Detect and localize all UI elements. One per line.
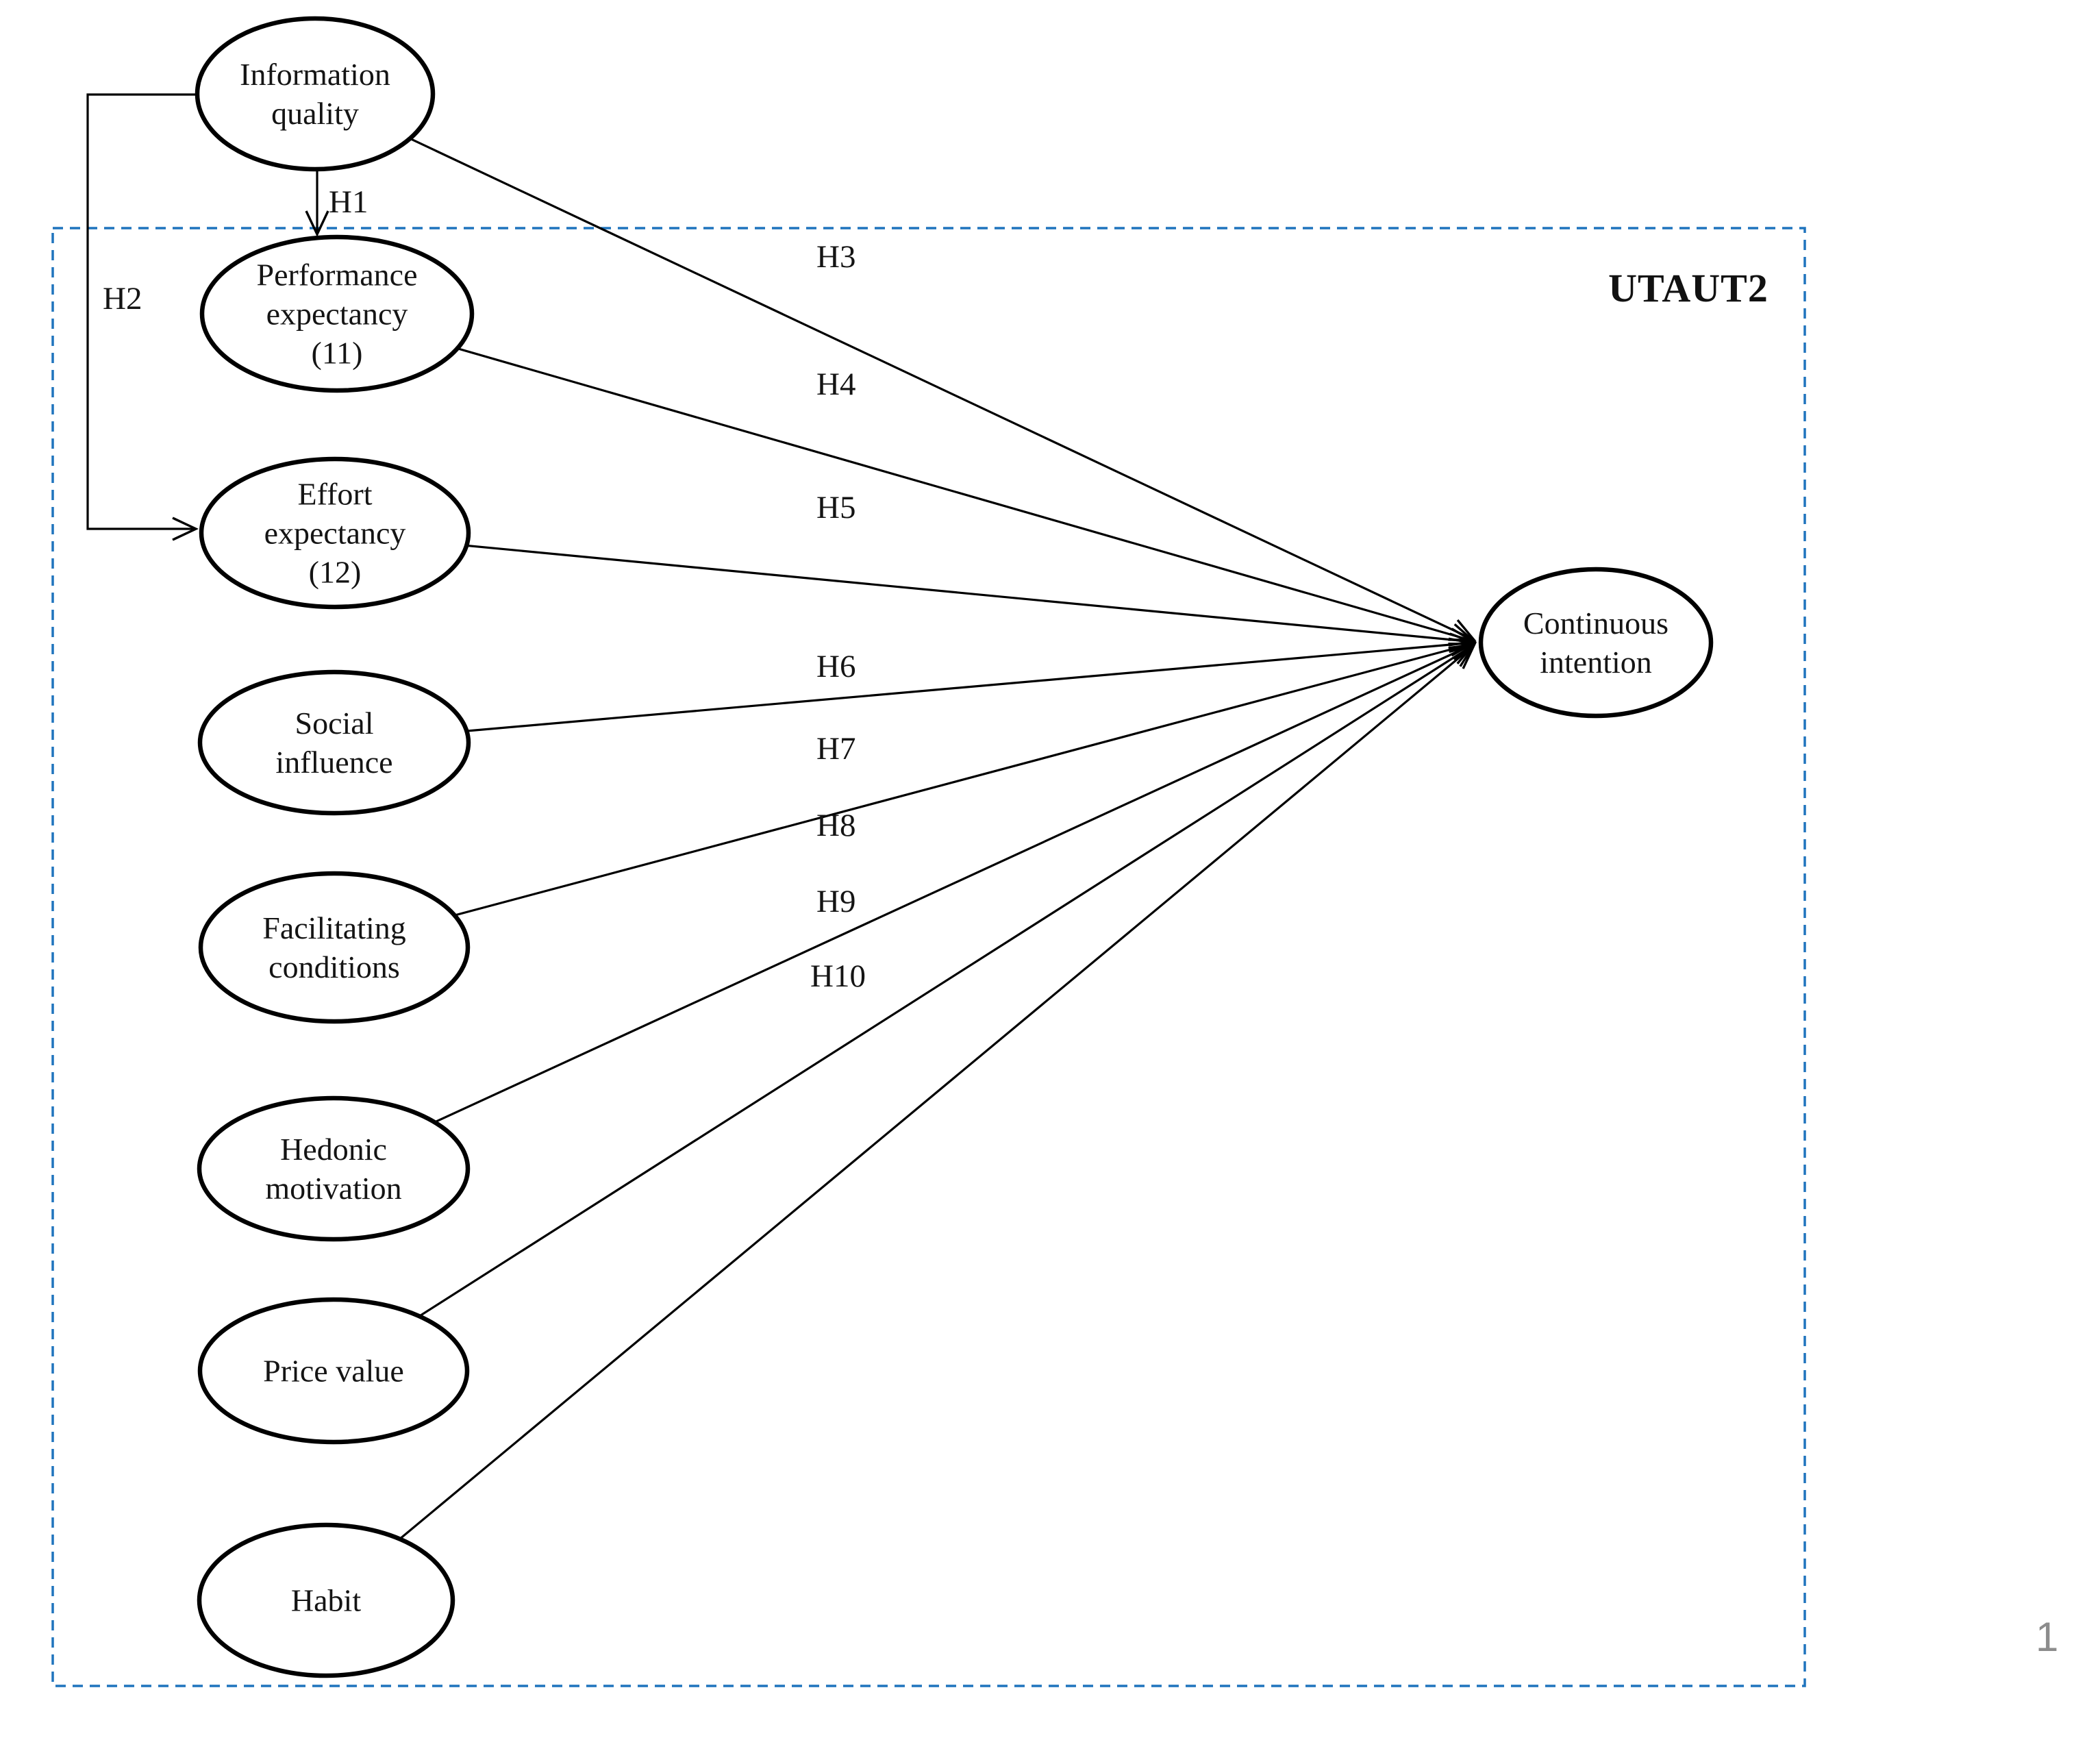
h9-label: H9	[816, 884, 856, 919]
h3-arrow	[314, 92, 1477, 641]
h10-label: H10	[810, 958, 866, 994]
node-label-facilitating-conditions: Facilitating conditions	[262, 910, 406, 984]
node-label-habit: Habit	[290, 1582, 362, 1618]
h6-arrow	[334, 632, 1477, 744]
utaut2-boundary-box	[51, 227, 1806, 1687]
node-label-price-value: Price value	[263, 1353, 404, 1389]
h8-label: H8	[816, 808, 856, 843]
node-ellipse-information-quality	[195, 16, 436, 172]
node-label-hedonic-motivation: Hedonic motivation	[265, 1131, 402, 1206]
node-label-performance-expectancy: Performance expectancy (11)	[256, 257, 418, 371]
h7-arrow	[334, 637, 1477, 949]
h8-arrow	[333, 642, 1477, 1170]
h10-arrow	[325, 643, 1477, 1602]
node-ellipse-price-value	[197, 1297, 470, 1445]
h5-arrow	[334, 532, 1477, 652]
node-ellipse-hedonic-motivation	[197, 1095, 471, 1242]
node-label-information-quality: Information quality	[240, 56, 390, 131]
utaut2-box-label: UTAUT2	[1608, 266, 1768, 310]
node-label-social-influence: Social influence	[275, 705, 393, 780]
h4-arrow	[336, 312, 1477, 647]
node-ellipse-social-influence	[197, 669, 471, 816]
h5-label: H5	[816, 490, 856, 525]
h9-arrow	[333, 643, 1477, 1372]
node-ellipse-continuous-intention	[1478, 567, 1714, 719]
node-ellipse-habit	[197, 1522, 455, 1678]
h6-label: H6	[816, 649, 856, 684]
node-ellipse-facilitating-conditions	[198, 871, 471, 1024]
h3-label: H3	[816, 239, 856, 275]
node-label-effort-expectancy: Effort expectancy (12)	[264, 476, 406, 590]
node-label-continuous-intention: Continuous intention	[1523, 605, 1669, 680]
h7-label: H7	[816, 731, 856, 767]
node-ellipse-effort-expectancy	[199, 456, 471, 610]
h1-label: H1	[329, 184, 368, 220]
h2-label: H2	[103, 281, 142, 316]
node-ellipse-performance-expectancy	[199, 234, 475, 393]
h4-label: H4	[816, 367, 856, 402]
page-number: 1	[2036, 1614, 2059, 1660]
